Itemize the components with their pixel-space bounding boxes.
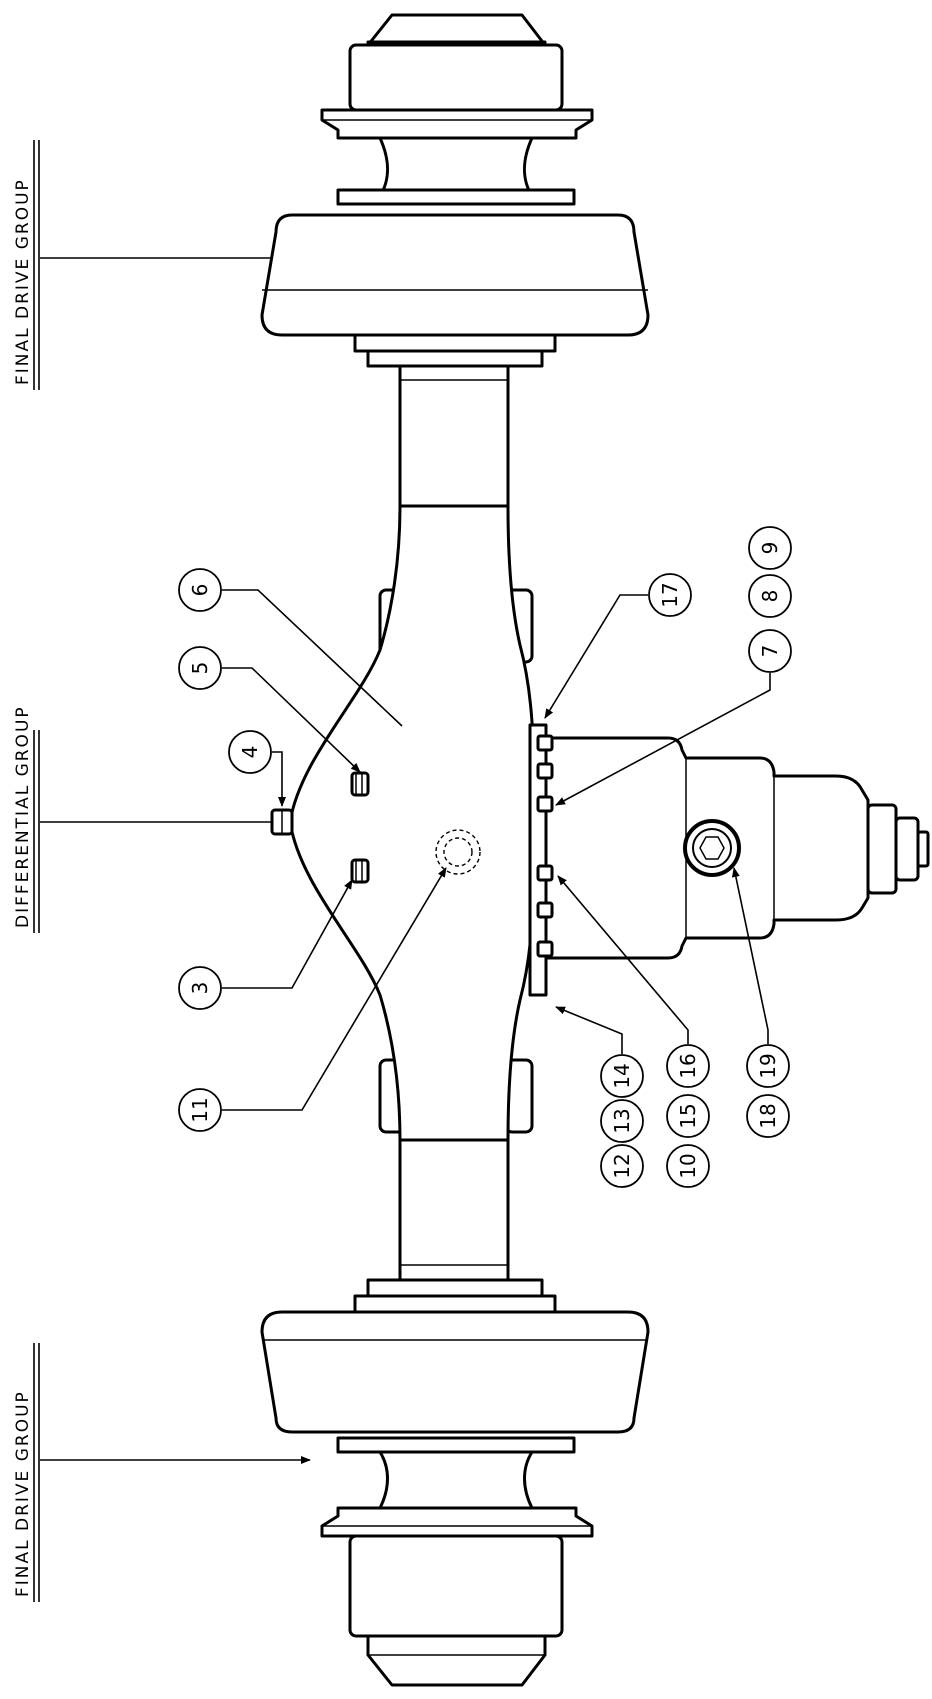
dowel-5 xyxy=(350,771,370,797)
svg-text:9: 9 xyxy=(758,542,782,555)
leader-17 xyxy=(544,594,648,719)
leader-14 xyxy=(555,1006,623,1054)
leader-4 xyxy=(272,751,286,807)
callout-9: 9 xyxy=(748,526,792,570)
callout-4: 4 xyxy=(228,730,272,774)
leader-3 xyxy=(222,879,353,989)
flange-bolts xyxy=(536,734,554,958)
plug-11 xyxy=(435,829,481,875)
svg-text:13: 13 xyxy=(610,1108,634,1133)
svg-text:5: 5 xyxy=(188,662,212,675)
svg-text:12: 12 xyxy=(610,1153,634,1178)
group-label-final-drive-top: FINAL DRIVE GROUP xyxy=(13,140,40,390)
leader-6 xyxy=(222,589,403,727)
callout-5: 5 xyxy=(178,646,222,690)
callout-17: 17 xyxy=(648,573,692,617)
svg-text:FINAL DRIVE GROUP: FINAL DRIVE GROUP xyxy=(13,178,33,385)
svg-text:11: 11 xyxy=(188,1097,212,1122)
leader-16 xyxy=(557,875,689,1044)
callout-13: 13 xyxy=(600,1099,644,1143)
svg-text:3: 3 xyxy=(188,982,212,995)
svg-text:19: 19 xyxy=(756,1053,780,1078)
callout-3: 3 xyxy=(178,966,222,1010)
leader-5 xyxy=(222,667,361,773)
leader-7 xyxy=(555,673,771,806)
leader-18 xyxy=(731,867,769,1044)
svg-text:FINAL DRIVE GROUP: FINAL DRIVE GROUP xyxy=(13,1390,33,1597)
group-label-final-drive-bottom: FINAL DRIVE GROUP xyxy=(13,1343,40,1602)
leader-11 xyxy=(222,867,447,1111)
callout-6: 6 xyxy=(178,568,222,612)
svg-text:7: 7 xyxy=(758,645,782,658)
svg-text:8: 8 xyxy=(758,590,782,603)
svg-text:17: 17 xyxy=(658,582,682,607)
final-drive-hub-top xyxy=(260,13,650,368)
callout-12: 12 xyxy=(600,1144,644,1188)
callout-16: 16 xyxy=(666,1044,710,1088)
differential-carrier xyxy=(528,723,930,997)
callout-7: 7 xyxy=(748,629,792,673)
svg-text:14: 14 xyxy=(610,1063,634,1088)
callout-14: 14 xyxy=(600,1054,644,1098)
breather-fitting xyxy=(270,808,294,836)
svg-text:10: 10 xyxy=(676,1153,700,1178)
svg-text:16: 16 xyxy=(676,1053,700,1078)
axle-housing xyxy=(288,364,537,1282)
svg-text:4: 4 xyxy=(238,746,262,759)
svg-text:DIFFERENTIAL GROUP: DIFFERENTIAL GROUP xyxy=(13,705,33,928)
callout-19: 19 xyxy=(746,1044,790,1088)
svg-text:15: 15 xyxy=(676,1103,700,1128)
callout-8: 8 xyxy=(748,574,792,618)
group-label-differential: DIFFERENTIAL GROUP xyxy=(13,705,40,933)
dowel-3 xyxy=(350,858,370,884)
callout-11: 11 xyxy=(178,1088,222,1132)
callout-10: 10 xyxy=(666,1144,710,1188)
callout-15: 15 xyxy=(666,1094,710,1138)
svg-text:6: 6 xyxy=(188,584,212,597)
final-drive-hub-bottom xyxy=(260,1278,650,1687)
callout-18: 18 xyxy=(746,1094,790,1138)
svg-text:18: 18 xyxy=(756,1103,780,1128)
